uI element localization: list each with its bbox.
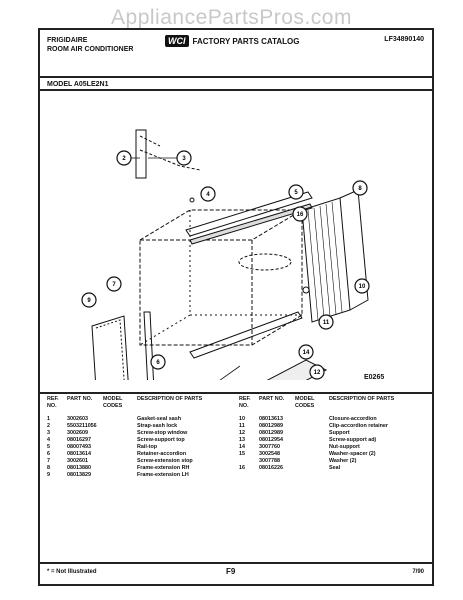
col-ref-no: REF. NO.: [47, 396, 59, 409]
callout-6: 6: [156, 360, 160, 366]
exploded-parts-diagram: 1 2 3 4 5 6 7 8 9 10 11 12 13 14 15 16: [81, 129, 370, 380]
footer-divider: [40, 562, 432, 564]
watermark: AppliancePartsPros.com: [111, 6, 352, 29]
diagram-code: E0265: [364, 374, 385, 381]
col-model-codes: MODEL CODES: [295, 396, 315, 409]
callout-3: 3: [182, 156, 186, 162]
catalog-date: 7/90: [412, 569, 424, 575]
accordion-closure-part: [301, 197, 351, 323]
col-part-no: PART NO.: [259, 396, 285, 402]
parts-table-left: REF. NO. PART NO. MODEL CODES DESCRIPTIO…: [47, 396, 233, 479]
table-header: REF. NO. PART NO. MODEL CODES DESCRIPTIO…: [239, 396, 425, 410]
table-header: REF. NO. PART NO. MODEL CODES DESCRIPTIO…: [47, 396, 233, 410]
callout-12: 12: [314, 370, 321, 376]
window-sash-part: [135, 129, 147, 179]
col-description: DESCRIPTION OF PARTS: [137, 396, 203, 402]
retainer-accordion-part: [143, 311, 154, 380]
model-label: MODEL A05LE2N1: [47, 81, 109, 88]
header-divider: [40, 76, 432, 78]
callout-10: 10: [359, 284, 366, 290]
wci-logo: WCI: [165, 35, 189, 47]
frame-extension-rh-part: [339, 189, 369, 311]
callout-16: 16: [297, 212, 304, 218]
parts-table-right: REF. NO. PART NO. MODEL CODES DESCRIPTIO…: [239, 396, 425, 472]
gasket-seal-part: [189, 311, 303, 359]
clip-part: [302, 286, 310, 294]
header-left: FRIGIDAIRE ROOM AIR CONDITIONER: [47, 36, 133, 54]
callout-4: 4: [206, 192, 210, 198]
catalog-number: LF34890140: [384, 36, 424, 43]
frame-extension-lh-part: [91, 315, 129, 380]
callout-14: 14: [303, 350, 310, 356]
callout-9: 9: [87, 298, 91, 304]
callout-8: 8: [358, 186, 362, 192]
seal-part: [189, 203, 313, 245]
col-part-no: PART NO.: [67, 396, 93, 402]
brand-name: FRIGIDAIRE: [47, 37, 88, 44]
top-rail-part: [185, 191, 313, 237]
catalog-title: FACTORY PARTS CATALOG: [192, 37, 300, 46]
cabinet-outline: [139, 209, 303, 346]
col-description: DESCRIPTION OF PARTS: [329, 396, 395, 402]
not-illustrated-note: * = Not Illustrated: [47, 569, 97, 575]
screw-part: [189, 197, 195, 203]
table-divider: [40, 392, 432, 394]
callout-7: 7: [112, 282, 116, 288]
callout-11: 11: [323, 320, 330, 326]
callout-2: 2: [122, 156, 126, 162]
callout-5: 5: [294, 190, 298, 196]
product-name: ROOM AIR CONDITIONER: [47, 46, 134, 53]
page-number: F9: [226, 567, 236, 576]
col-model-codes: MODEL CODES: [103, 396, 123, 409]
model-divider: [40, 89, 432, 91]
col-ref-no: REF. NO.: [239, 396, 251, 409]
